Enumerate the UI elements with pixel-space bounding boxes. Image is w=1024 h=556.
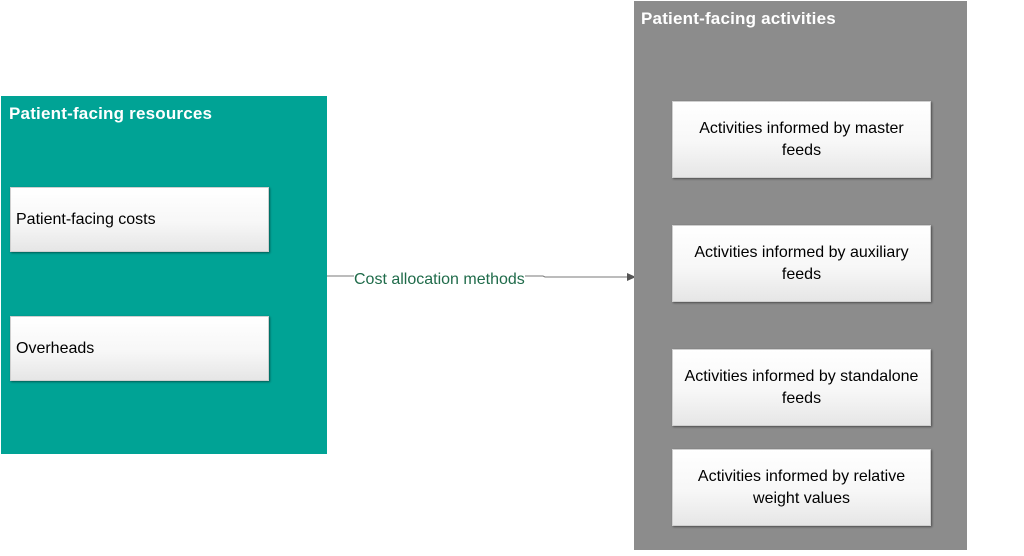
box-label: Activities informed by standalone feeds — [684, 367, 919, 407]
relative-weight-values-box: Activities informed by relative weight v… — [672, 449, 931, 526]
box-label: Overheads — [16, 339, 95, 357]
patient-facing-costs-box: Patient-facing costs — [10, 187, 269, 252]
box-label: Activities informed by auxiliary feeds — [694, 243, 909, 283]
connector-label: Cost allocation methods — [354, 271, 525, 289]
patient-facing-resources-panel: Patient-facing resources Patient-facing … — [1, 96, 327, 454]
box-label: Patient-facing costs — [16, 210, 156, 228]
arrowhead-icon — [627, 273, 636, 281]
box-label: Activities informed by master feeds — [699, 119, 904, 159]
standalone-feeds-box: Activities informed by standalone feeds — [672, 349, 931, 426]
box-label: Activities informed by relative weight v… — [697, 467, 906, 507]
patient-facing-activities-panel: Patient-facing activities Activities inf… — [634, 1, 967, 550]
activities-panel-title: Patient-facing activities — [641, 9, 836, 28]
master-feeds-box: Activities informed by master feeds — [672, 101, 931, 178]
overheads-box: Overheads — [10, 316, 269, 381]
auxiliary-feeds-box: Activities informed by auxiliary feeds — [672, 225, 931, 302]
resources-panel-title: Patient-facing resources — [9, 104, 213, 123]
